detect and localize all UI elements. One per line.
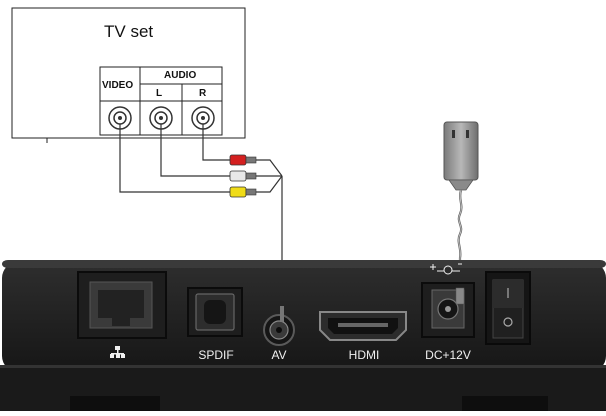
tv-audio-label: AUDIO bbox=[164, 70, 196, 81]
dc-plug bbox=[456, 288, 464, 304]
av-jack bbox=[264, 315, 294, 345]
dc-jack bbox=[422, 283, 474, 337]
tv-right-label: R bbox=[199, 88, 206, 99]
rca-plug-red bbox=[230, 155, 256, 165]
hdmi-port bbox=[320, 312, 406, 340]
spdif-port bbox=[188, 288, 242, 336]
adapter-body bbox=[444, 122, 478, 180]
dc-label: DC+12V bbox=[425, 348, 471, 362]
ethernet-port bbox=[78, 272, 166, 338]
hdmi-label: HDMI bbox=[349, 348, 380, 362]
tv-title: TV set bbox=[104, 22, 153, 42]
spdif-label: SPDIF bbox=[198, 348, 233, 362]
box-foot-left bbox=[70, 396, 160, 411]
tv-video-label: VIDEO bbox=[102, 80, 133, 91]
rca-plug-yellow bbox=[230, 187, 256, 197]
box-foot-right bbox=[462, 396, 548, 411]
av-label: AV bbox=[271, 348, 286, 362]
tv-left-label: L bbox=[156, 88, 162, 99]
power-switch bbox=[486, 272, 530, 344]
rca-plug-white bbox=[230, 171, 256, 181]
set-top-box bbox=[0, 260, 606, 411]
av-plug bbox=[280, 306, 284, 322]
